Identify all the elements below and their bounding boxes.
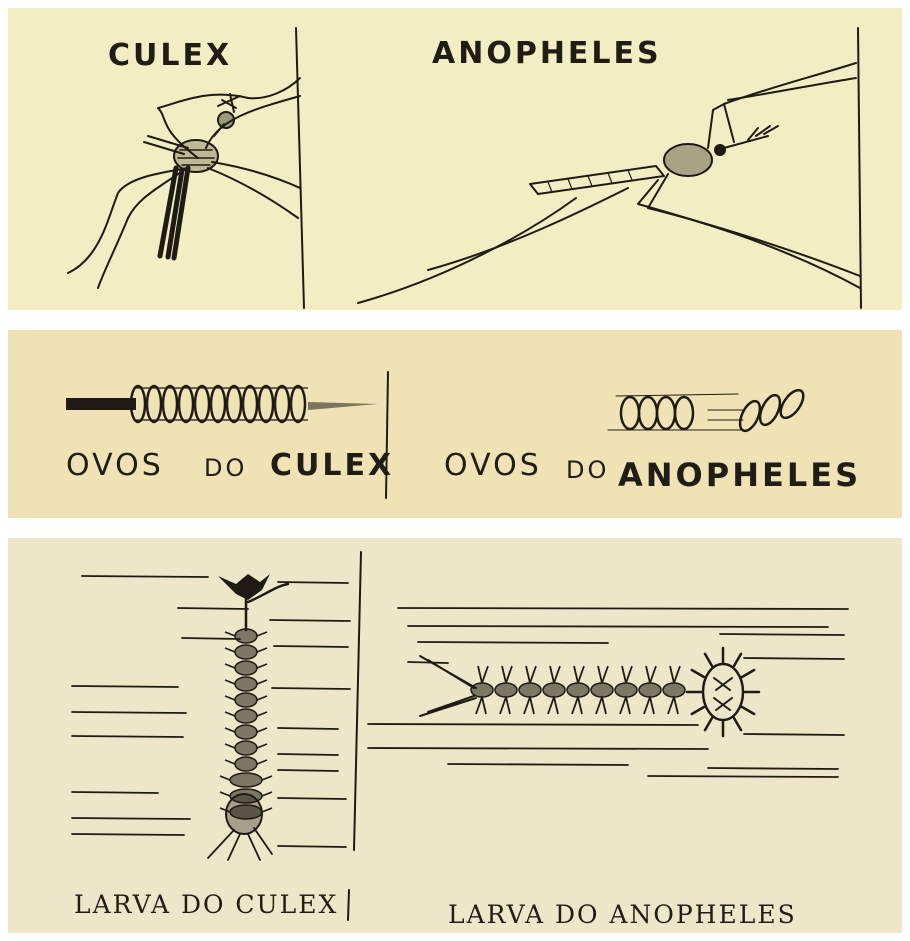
culex-larva-label: LARVA DO CULEX (74, 890, 338, 919)
anopheles-larva-label: LARVA DO ANOPHELES (448, 900, 797, 929)
culex-eggs-label-ovos: OVOS (66, 448, 164, 483)
culex-larva-drawing (208, 574, 288, 860)
anopheles-mosquito-drawing (358, 63, 860, 303)
eggs-panel: OVOS DO CULEX OVOS DO ANOPHELES (8, 330, 902, 518)
anopheles-adult-label: ANOPHELES (432, 36, 662, 71)
adults-panel: CULEX ANOPHELES (8, 8, 902, 310)
culex-egg-raft-drawing (66, 386, 378, 422)
culex-eggs-label-do: DO (204, 454, 247, 482)
anopheles-eggs-label-do: DO (566, 456, 609, 484)
anopheles-larva-drawing (420, 648, 759, 736)
culex-adult-label: CULEX (108, 38, 232, 73)
anopheles-eggs-label-anopheles: ANOPHELES (618, 456, 861, 494)
larvae-panel: LARVA DO CULEX LARVA DO ANOPHELES (8, 538, 902, 933)
anopheles-eggs-drawing (608, 386, 808, 434)
anopheles-eggs-label-ovos: OVOS (444, 448, 542, 483)
culex-mosquito-drawing (68, 78, 300, 288)
culex-eggs-label-culex: CULEX (270, 448, 394, 483)
larvae-illustration (8, 538, 902, 933)
water-lines (72, 576, 848, 847)
